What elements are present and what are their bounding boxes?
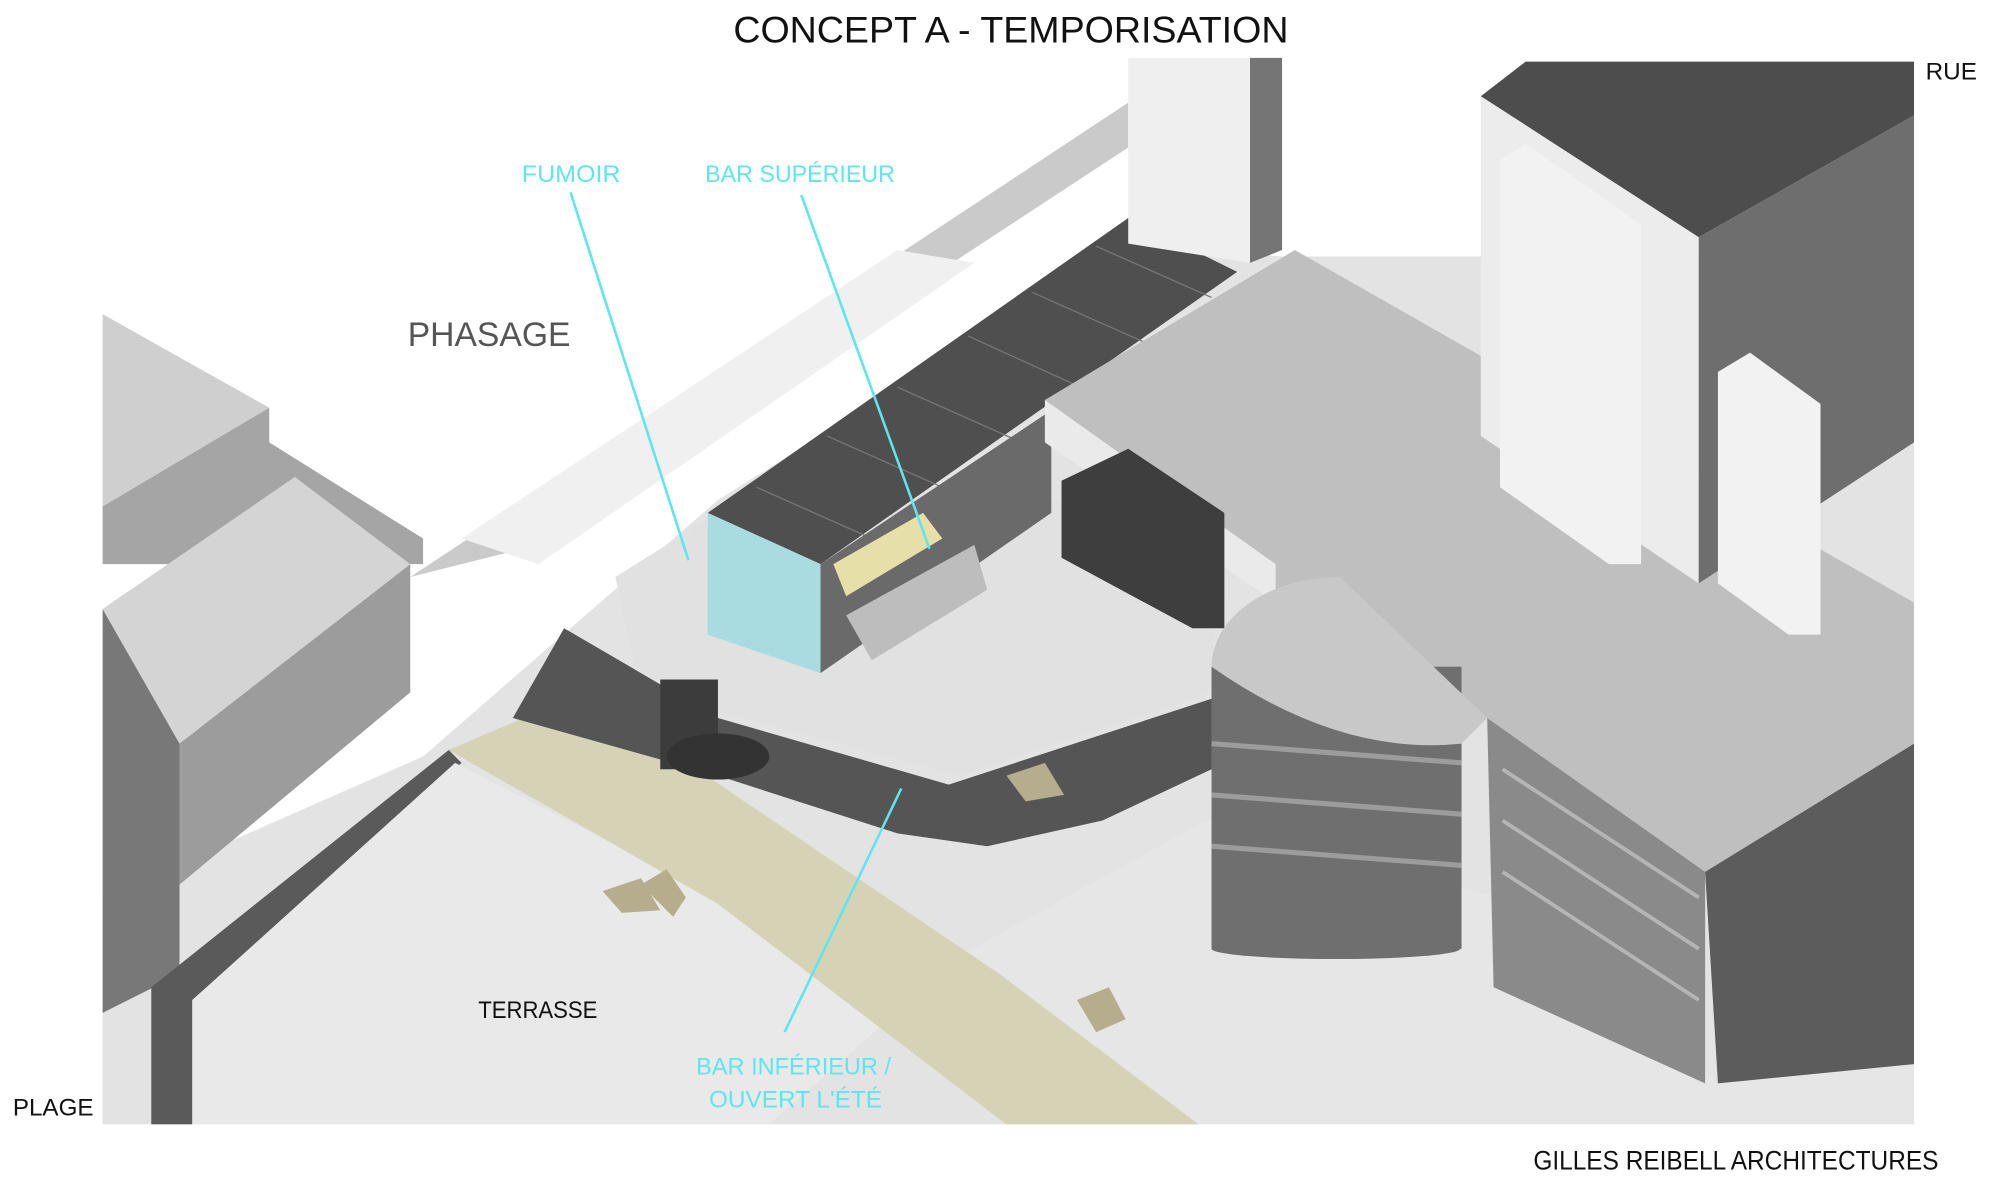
left-lower-front <box>102 609 180 1013</box>
dark-kiosk <box>1061 448 1225 629</box>
right-building-face <box>1487 717 1706 1084</box>
bar-superieur-glass <box>707 512 821 674</box>
architect-credit: GILLES REIBELL ARCHITECTURES <box>1533 1145 1938 1175</box>
main-building-roof <box>1044 250 1915 872</box>
left-lower-top <box>102 476 411 744</box>
phasage-strip-top <box>461 250 975 565</box>
label-plage: PLAGE <box>13 1094 94 1121</box>
axonometric-model <box>102 57 1915 1125</box>
roof-panel-lines <box>756 245 1212 540</box>
bar-superieur-leader <box>800 194 931 550</box>
fumoir-leader <box>569 191 690 561</box>
tower-dark <box>1250 57 1283 263</box>
bar-inferieur-leader <box>783 787 903 1033</box>
cylinder-bands <box>1211 741 1462 868</box>
pillar-1 <box>1500 143 1642 565</box>
page-title: CONCEPT A - TEMPORISATION <box>733 8 1288 50</box>
label-bar-inferieur-1: BAR INFÉRIEUR / <box>696 1053 891 1080</box>
right-building-side <box>1705 743 1915 1084</box>
cylinder-roof <box>1211 576 1488 746</box>
bar-superieur-roof <box>707 217 1238 565</box>
left-lower-side <box>179 564 411 885</box>
label-rue: RUE <box>1926 59 1977 86</box>
rue-block-dark <box>1480 61 1915 238</box>
bar-counter <box>846 544 988 661</box>
facade-bands <box>1501 767 1700 1002</box>
tower-white <box>1128 57 1250 263</box>
spiral-stair-base <box>666 733 770 780</box>
pillar-2 <box>1717 352 1821 635</box>
label-fumoir: FUMOIR <box>522 161 621 188</box>
label-phasage: PHASAGE <box>408 316 571 354</box>
left-block-top <box>102 314 270 507</box>
annotation-leaders <box>569 191 931 1033</box>
rocks <box>602 762 1126 1033</box>
terrace-floor <box>192 762 962 1125</box>
label-terrasse: TERRASSE <box>478 997 597 1024</box>
bar-interior-light <box>833 512 943 597</box>
label-bar-inferieur-2: OUVERT L'ÉTÉ <box>709 1087 882 1114</box>
beach-path <box>448 692 1199 1125</box>
label-bar-superieur: BAR SUPÉRIEUR <box>705 161 895 188</box>
cylinder-base <box>1211 938 1461 960</box>
